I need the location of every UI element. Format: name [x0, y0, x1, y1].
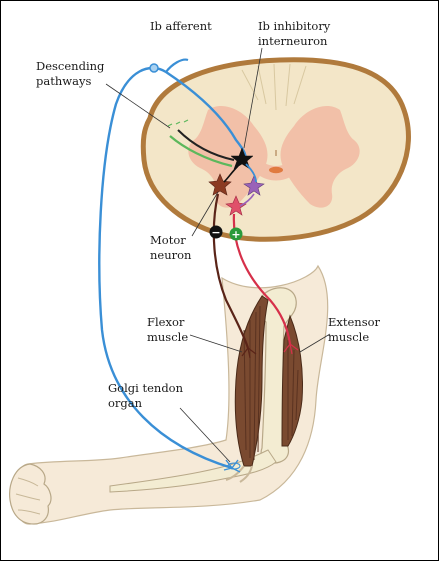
label-flexor-line2: muscle [147, 330, 188, 344]
dorsal-root-ganglion [150, 64, 158, 72]
central-canal [269, 167, 283, 173]
excitatory-sign: + [231, 228, 240, 241]
label-descending-line2: pathways [36, 74, 91, 88]
label-extensor-line2: muscle [328, 330, 369, 344]
ib-afferent-root [166, 60, 188, 72]
label-motor-line2: neuron [150, 248, 192, 262]
label-ib-afferent: Ib afferent [150, 19, 212, 33]
spinal-cord-outline [143, 60, 408, 239]
label-ib-inhibitory-line1: Ib inhibitory [258, 19, 331, 33]
label-ib-inhibitory-line2: interneuron [258, 34, 328, 48]
label-motor-line1: Motor [150, 233, 186, 247]
label-golgi-line1: Golgi tendon [108, 381, 184, 395]
inhibitory-sign: − [211, 226, 220, 239]
spinal-cord [143, 60, 408, 239]
label-flexor-line1: Flexor [147, 315, 185, 329]
label-golgi-line2: organ [108, 396, 143, 410]
label-extensor-line1: Extensor [328, 315, 381, 329]
label-descending-line1: Descending [36, 59, 105, 73]
